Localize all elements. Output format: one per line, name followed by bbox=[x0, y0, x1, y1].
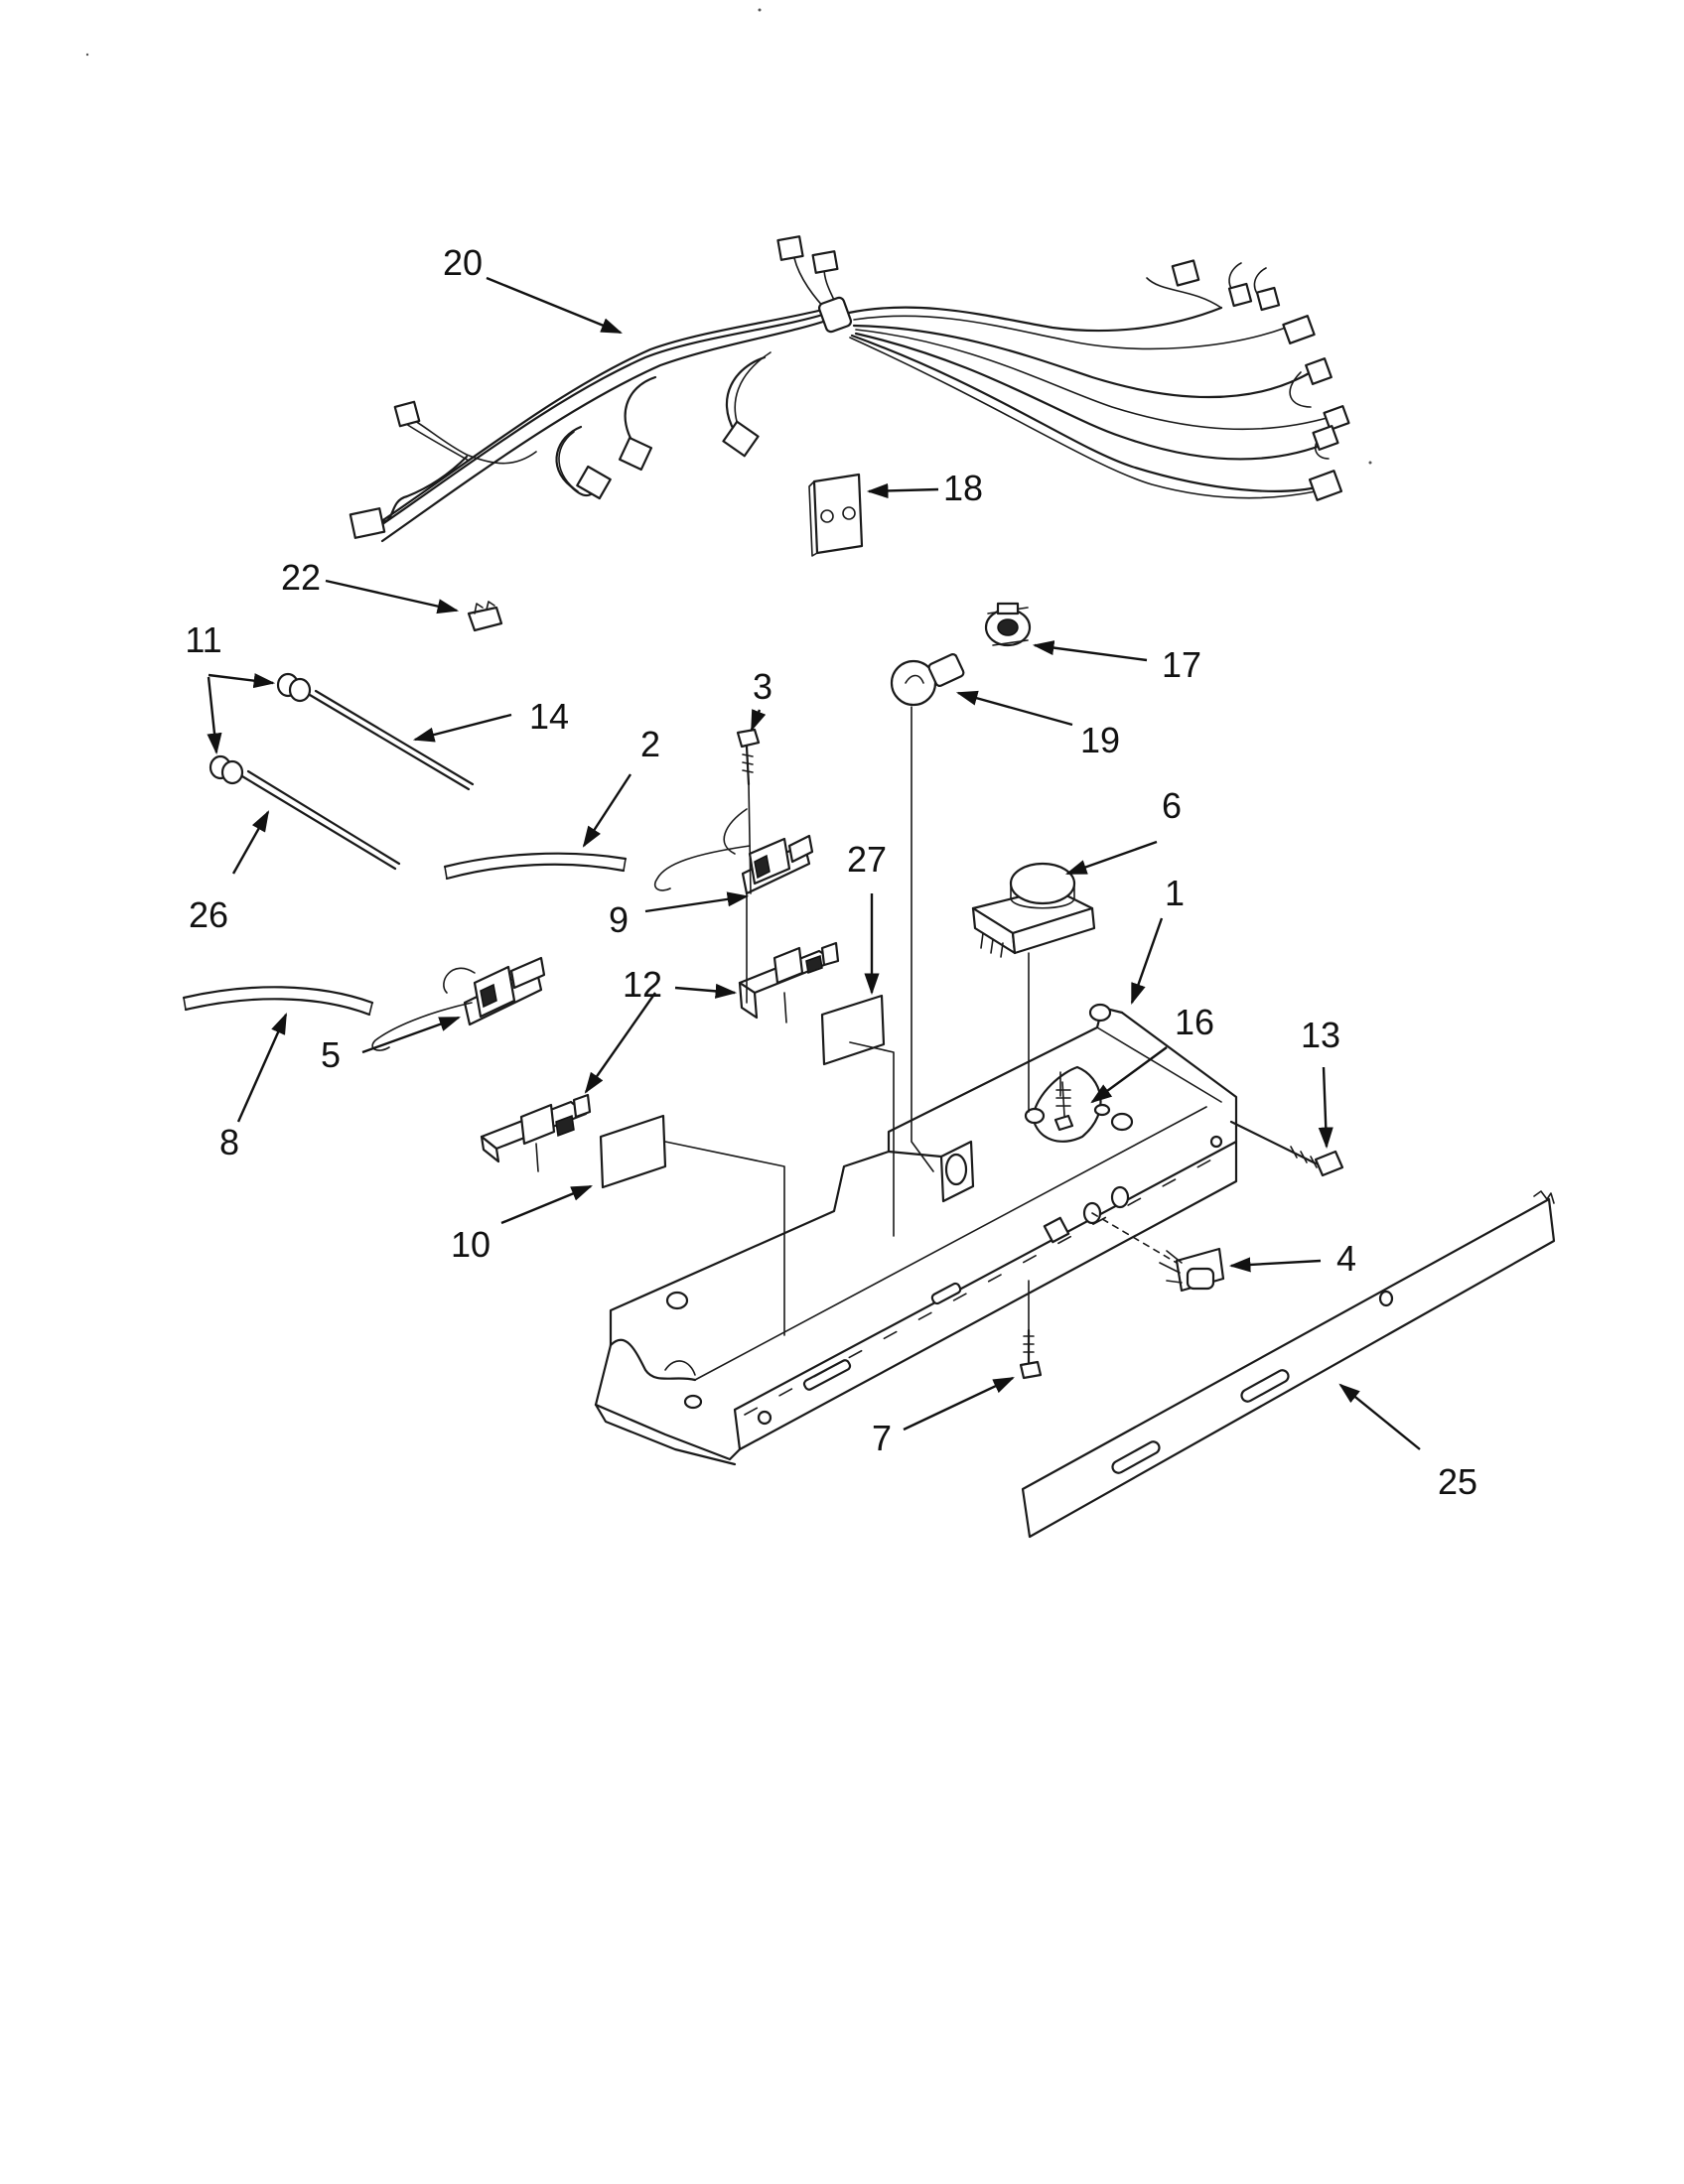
leader-11a bbox=[208, 673, 276, 689]
pad-part-18 bbox=[808, 473, 864, 557]
label-part-10 bbox=[599, 1114, 667, 1189]
bracket-part-12-lower bbox=[480, 1093, 592, 1172]
screw-part-7 bbox=[1019, 1328, 1043, 1380]
callout-12: 12 bbox=[622, 964, 663, 1005]
callout-27: 27 bbox=[846, 839, 888, 880]
leader-25 bbox=[1338, 1383, 1421, 1450]
leader-1 bbox=[1130, 917, 1164, 1006]
leader-18 bbox=[866, 482, 939, 499]
assembly-guide-lines bbox=[664, 706, 1061, 1336]
lamp-switch-part-4 bbox=[1091, 1212, 1225, 1293]
callout-11: 11 bbox=[185, 619, 222, 660]
callout-22: 22 bbox=[280, 557, 322, 598]
leader-10 bbox=[500, 1184, 593, 1225]
callout-4: 4 bbox=[1335, 1238, 1357, 1279]
callout-18: 18 bbox=[942, 468, 984, 508]
callout-3: 3 bbox=[752, 666, 773, 707]
screw-part-13 bbox=[1229, 1120, 1344, 1177]
leader-2 bbox=[582, 773, 632, 848]
leader-26 bbox=[231, 810, 270, 875]
callout-10: 10 bbox=[450, 1224, 491, 1265]
switch-part-5 bbox=[371, 956, 546, 1051]
hose-part-2 bbox=[443, 852, 628, 881]
scan-speck bbox=[758, 8, 762, 12]
leader-8 bbox=[236, 1013, 288, 1123]
callout-20: 20 bbox=[442, 242, 484, 283]
callout-13: 13 bbox=[1300, 1015, 1341, 1055]
leader-12b bbox=[584, 992, 656, 1094]
callout-6: 6 bbox=[1161, 785, 1183, 826]
tube-part-26 bbox=[240, 769, 401, 871]
callout-5: 5 bbox=[320, 1034, 342, 1075]
leader-4 bbox=[1228, 1257, 1322, 1273]
leader-9 bbox=[644, 891, 750, 913]
leader-19 bbox=[955, 690, 1073, 727]
callout-1: 1 bbox=[1164, 873, 1186, 913]
control-housing-part-1 bbox=[594, 1003, 1238, 1466]
leader-22 bbox=[325, 579, 460, 614]
leader-13 bbox=[1318, 1066, 1333, 1150]
leader-11b bbox=[207, 676, 222, 755]
leader-6 bbox=[1064, 840, 1158, 876]
callout-2: 2 bbox=[639, 724, 661, 764]
label-part-27 bbox=[820, 994, 886, 1066]
leader-14 bbox=[412, 713, 512, 743]
bracket-part-12-upper bbox=[738, 941, 840, 1024]
leader-7 bbox=[903, 1376, 1015, 1432]
callout-14: 14 bbox=[528, 696, 570, 737]
bulb-part-19 bbox=[890, 653, 965, 707]
leader-5 bbox=[361, 1016, 462, 1054]
callout-19: 19 bbox=[1079, 720, 1121, 760]
timer-part-6 bbox=[971, 862, 1096, 958]
leader-16 bbox=[1090, 1046, 1168, 1104]
scan-speck bbox=[85, 53, 89, 57]
callout-26: 26 bbox=[188, 894, 229, 935]
nut-fittings-part-11 bbox=[209, 672, 312, 785]
callout-16: 16 bbox=[1174, 1002, 1215, 1042]
leader-20 bbox=[486, 276, 624, 335]
clip-part-22 bbox=[467, 601, 503, 632]
hose-part-8 bbox=[182, 986, 374, 1017]
wire-harness-part-20 bbox=[349, 235, 1350, 543]
screw-part-16 bbox=[1031, 1065, 1102, 1143]
leader-3 bbox=[750, 709, 767, 733]
callout-8: 8 bbox=[218, 1122, 240, 1162]
leader-12a bbox=[674, 983, 738, 999]
socket-part-17 bbox=[984, 602, 1032, 647]
tube-part-14 bbox=[308, 689, 475, 791]
callout-17: 17 bbox=[1161, 644, 1202, 685]
leader-lines bbox=[207, 276, 1421, 1450]
scan-speck bbox=[1368, 461, 1372, 465]
callout-9: 9 bbox=[608, 899, 630, 940]
callout-7: 7 bbox=[871, 1418, 893, 1458]
leader-17 bbox=[1032, 640, 1148, 662]
trim-strip-part-25 bbox=[1021, 1190, 1556, 1539]
screw-part-3 bbox=[736, 728, 761, 786]
callout-25: 25 bbox=[1437, 1461, 1478, 1502]
switch-part-9 bbox=[653, 783, 814, 895]
